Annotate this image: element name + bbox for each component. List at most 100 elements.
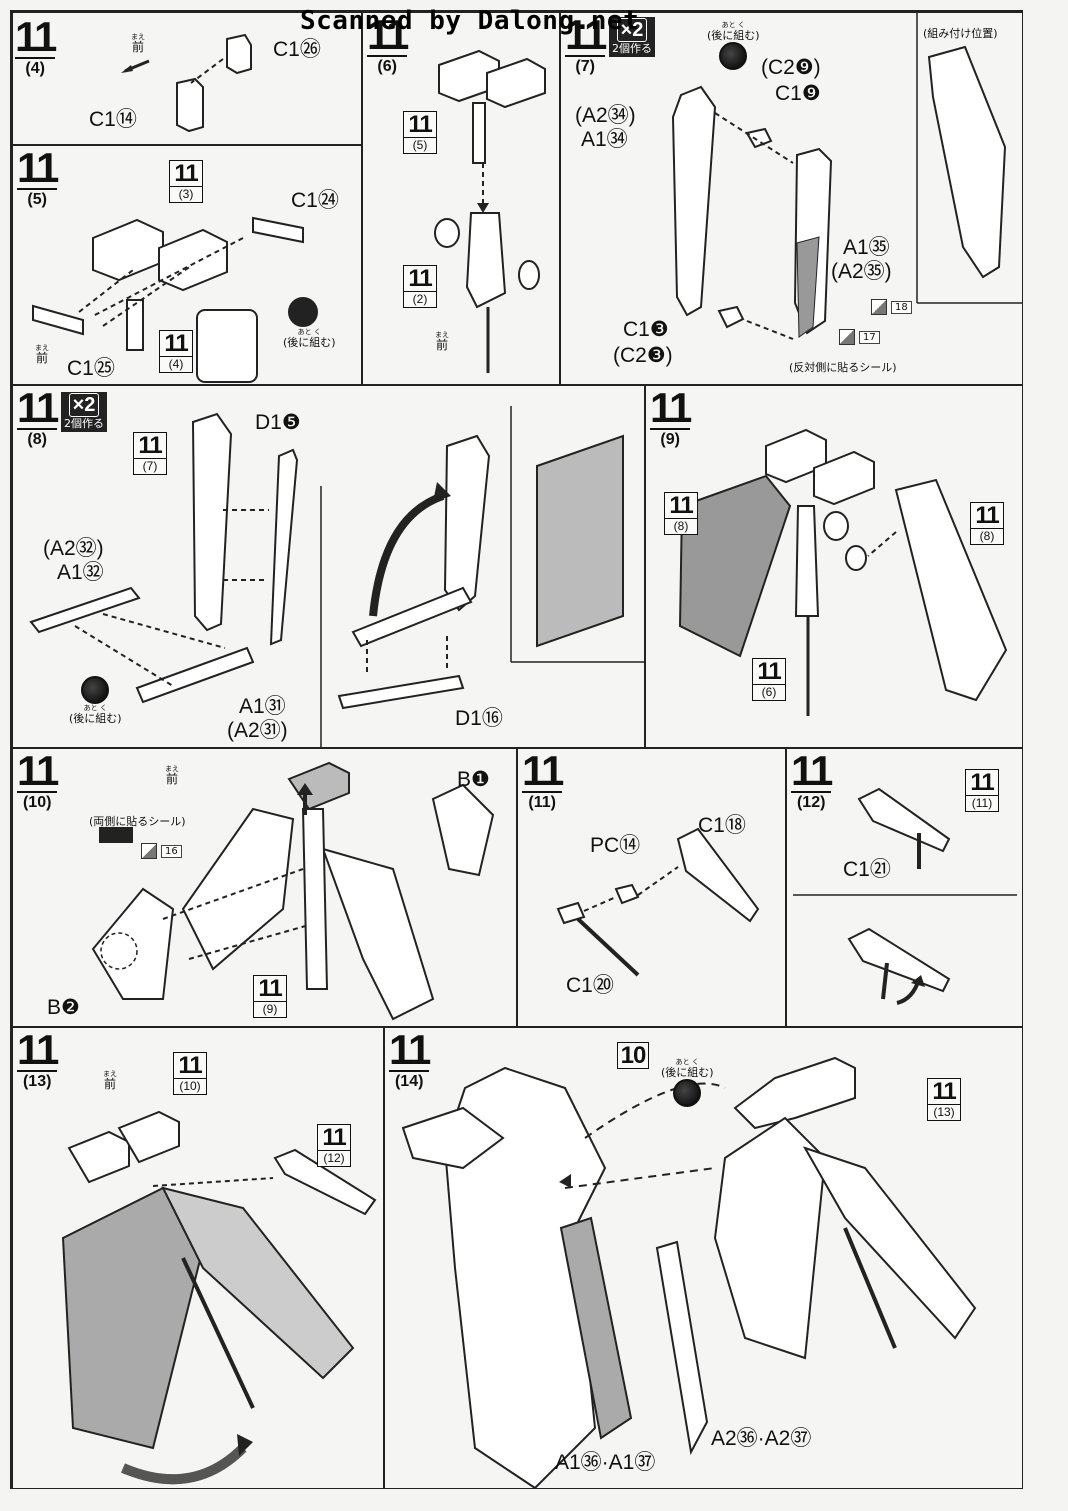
ref-minor: (13) xyxy=(928,1104,960,1120)
part-label: (A2㉟) xyxy=(831,260,892,283)
part-label: (A2㉛) xyxy=(227,719,288,742)
step-major: 11 xyxy=(522,748,564,794)
seal-callout: 16 xyxy=(141,843,182,859)
ref-major: 10 xyxy=(620,1042,647,1069)
part-label: C1㉕ xyxy=(67,357,115,380)
step-major: 11 xyxy=(17,145,59,191)
reference-step: 11 (8) xyxy=(664,492,698,535)
reference-step: 11 (11) xyxy=(965,769,999,812)
ref-minor: (6) xyxy=(753,684,785,700)
assemble-later-note: あと く (後に組む) xyxy=(69,676,122,725)
reference-step: 11 (5) xyxy=(403,111,437,154)
note-ruby: あと く xyxy=(721,21,745,29)
part-label: (A2㉜) xyxy=(43,537,104,560)
part-label: C1㉔ xyxy=(291,189,339,212)
ref-major: 11 xyxy=(975,502,999,529)
make-two-badge: ×2 2個作る xyxy=(609,17,655,57)
note-text: (後に組む) xyxy=(283,336,336,349)
part-label: A1㉞ xyxy=(581,128,628,151)
part-illustration xyxy=(678,428,1008,716)
front-ruby: まえ xyxy=(103,1070,117,1078)
panel-step-11-7: 11 (7) ×2 2個作る あと く (後に組む) (C2❾) C1❾ (A2… xyxy=(560,12,1023,385)
ref-minor: (10) xyxy=(174,1078,206,1094)
make-two-text: 2個作る xyxy=(612,42,652,55)
front-ruby: まえ xyxy=(35,344,49,352)
front-kanji: 前 xyxy=(435,338,448,352)
ref-minor: (4) xyxy=(160,356,192,372)
panel-step-11-8: 11 (8) ×2 2個作る 11 (7) D1❺ (A2㉜) A1㉜ A1㉛ … xyxy=(12,385,645,748)
step-minor: (11) xyxy=(522,791,563,813)
ref-major: 11 xyxy=(258,975,282,1002)
step-number: 11 (14) xyxy=(389,1027,431,1092)
dot-marker-icon xyxy=(719,42,748,70)
position-note: (組み付け位置) xyxy=(923,27,998,40)
front-kanji: 前 xyxy=(35,351,48,365)
seal-callout: 18 xyxy=(871,299,912,315)
step-number: 11 (5) xyxy=(17,145,59,210)
step-major: 11 xyxy=(367,12,409,58)
step-minor: (6) xyxy=(367,55,408,77)
step-number: 11 (11) xyxy=(522,748,564,813)
both-sides-seal-note: (両側に貼るシール) xyxy=(89,815,186,828)
part-label: PC⑭ xyxy=(590,834,641,857)
note-text: (後に組む) xyxy=(707,29,760,42)
part-label: C1㉑ xyxy=(843,858,891,881)
step-number: 11 (9) xyxy=(650,387,692,450)
ref-minor: (9) xyxy=(254,1001,286,1017)
part-label: A1㉜ xyxy=(57,561,104,584)
ref-major: 11 xyxy=(932,1078,956,1105)
part-label: (C2❾) xyxy=(761,56,821,79)
step-number: 11 (13) xyxy=(17,1027,59,1092)
step-minor: (12) xyxy=(791,791,832,813)
reference-step: 11 (6) xyxy=(752,658,786,701)
seal-number: 18 xyxy=(891,300,912,314)
instruction-sheet: 11 (4) まえ 前 C1㉖ C1⑭ 11 (6) xyxy=(10,10,1023,1489)
reference-step: 11 (8) xyxy=(970,502,1004,545)
part-illustration xyxy=(121,33,252,133)
step-minor: (8) xyxy=(17,428,58,450)
seal-icon xyxy=(871,299,887,315)
ref-major: 11 xyxy=(408,265,432,292)
multiplier: ×2 xyxy=(616,18,648,42)
step-major: 11 xyxy=(791,748,833,794)
step-number: 11 (4) xyxy=(15,13,57,79)
note-text: (後に組む) xyxy=(69,712,122,725)
ref-minor: (3) xyxy=(170,186,202,202)
ref-major: 11 xyxy=(174,160,198,187)
reference-step: 11 (9) xyxy=(253,975,287,1018)
step-minor: (10) xyxy=(17,791,58,813)
step-major: 11 xyxy=(17,1027,59,1073)
seal-number: 16 xyxy=(161,844,182,858)
reference-step: 10 xyxy=(617,1042,649,1069)
note-ruby: あと く xyxy=(297,328,321,336)
ref-minor: (8) xyxy=(971,528,1003,544)
note-ruby: あと く xyxy=(675,1058,699,1066)
step-major: 11 xyxy=(389,1027,431,1073)
dot-marker-icon xyxy=(673,1079,702,1107)
part-label: (A2㉞) xyxy=(575,104,636,127)
front-direction: まえ 前 xyxy=(131,33,145,54)
step-minor: (9) xyxy=(650,428,691,450)
part-illustration xyxy=(32,216,318,383)
reference-step: 11 (7) xyxy=(133,432,167,475)
seal-number: 17 xyxy=(859,330,880,344)
note-ruby: あと く xyxy=(83,704,107,712)
step-major: 11 xyxy=(565,12,607,58)
seal-callout: 17 xyxy=(839,329,880,345)
step-minor: (7) xyxy=(565,55,606,77)
part-illustration xyxy=(556,827,760,977)
step-minor: (14) xyxy=(389,1070,430,1092)
reference-step: 11 (13) xyxy=(927,1078,961,1121)
seal-icon xyxy=(839,329,855,345)
front-direction: まえ 前 xyxy=(103,1070,117,1091)
part-label: B❶ xyxy=(457,768,490,791)
ref-major: 11 xyxy=(164,330,188,357)
reference-step: 11 (4) xyxy=(159,330,193,373)
ref-major: 11 xyxy=(322,1124,346,1151)
part-label: C1⑳ xyxy=(566,974,614,997)
step-major: 11 xyxy=(17,385,59,431)
part-illustration xyxy=(61,1110,377,1485)
step-major: 11 xyxy=(15,13,57,60)
part-label: (C2❸) xyxy=(613,344,673,367)
reference-step: 11 (10) xyxy=(173,1052,207,1095)
